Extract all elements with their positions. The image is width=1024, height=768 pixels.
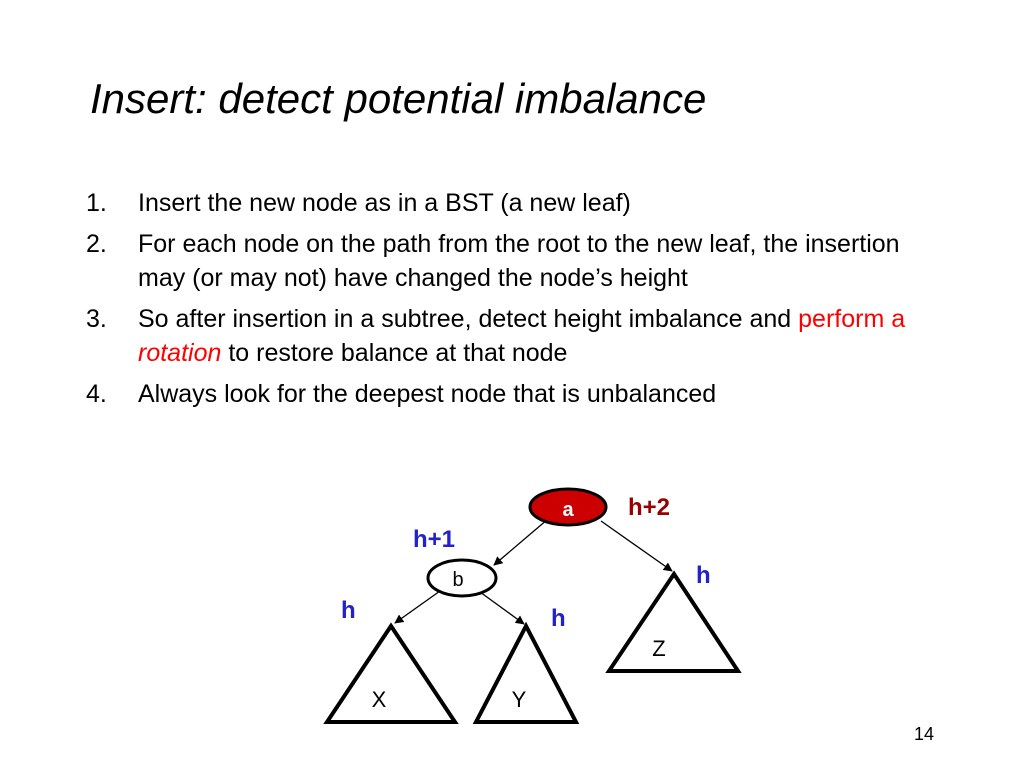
slide-title: Insert: detect potential imbalance (90, 75, 707, 122)
page-number: 14 (914, 724, 935, 744)
edge-a-b (493, 518, 549, 566)
subtree-z-label: Z (652, 636, 665, 661)
list-item-number: 2. (86, 230, 107, 258)
edge-a-z (600, 520, 673, 572)
edge-b-x (394, 590, 441, 624)
height-label-b: h+1 (413, 526, 455, 553)
subtree-x-triangle (323, 622, 459, 724)
list-item-text: Always look for the deepest node that is… (138, 380, 717, 408)
height-label-z: h (696, 562, 711, 589)
list-item-number: 4. (86, 380, 107, 408)
height-label-y: h (551, 605, 566, 632)
node-a-circle (528, 487, 608, 527)
list-item-number: 3. (86, 305, 107, 333)
subtree-y: Y (472, 621, 580, 724)
edge-b-y (479, 591, 525, 625)
node-a-label: a (562, 499, 574, 521)
rotation-term: rotation (138, 339, 222, 367)
list-item-text: So after insertion in a subtree, detect … (138, 305, 799, 333)
subtree-y-triangle (472, 621, 580, 724)
list-item-text: Insert the new node as in a BST (a new l… (138, 189, 631, 217)
subtree-y-label: Y (512, 687, 527, 712)
list-item: 1. Insert the new node as in a BST (a ne… (86, 186, 946, 220)
node-b: b (426, 558, 498, 598)
height-label-x: h (341, 597, 356, 624)
subtree-x-label: X (372, 687, 387, 712)
list-item-number: 1. (86, 189, 107, 217)
list-item: 2. For each node on the path from the ro… (86, 227, 946, 295)
subtree-z-triangle (605, 570, 742, 673)
node-b-label: b (452, 569, 463, 591)
list-item-text: For each node on the path from the root … (138, 230, 900, 292)
list-item-text-end: to restore balance at that node (221, 339, 568, 367)
subtree-x: X (323, 622, 459, 724)
node-a: a (528, 487, 608, 527)
subtree-z: Z (605, 570, 742, 673)
node-b-circle (426, 558, 498, 598)
list-item: 3. So after insertion in a subtree, dete… (86, 302, 946, 370)
steps-list: 1. Insert the new node as in a BST (a ne… (86, 186, 946, 418)
height-label-a: h+2 (628, 494, 670, 521)
list-item: 4. Always look for the deepest node that… (86, 377, 946, 411)
list-item-highlight: perform a (798, 305, 906, 333)
